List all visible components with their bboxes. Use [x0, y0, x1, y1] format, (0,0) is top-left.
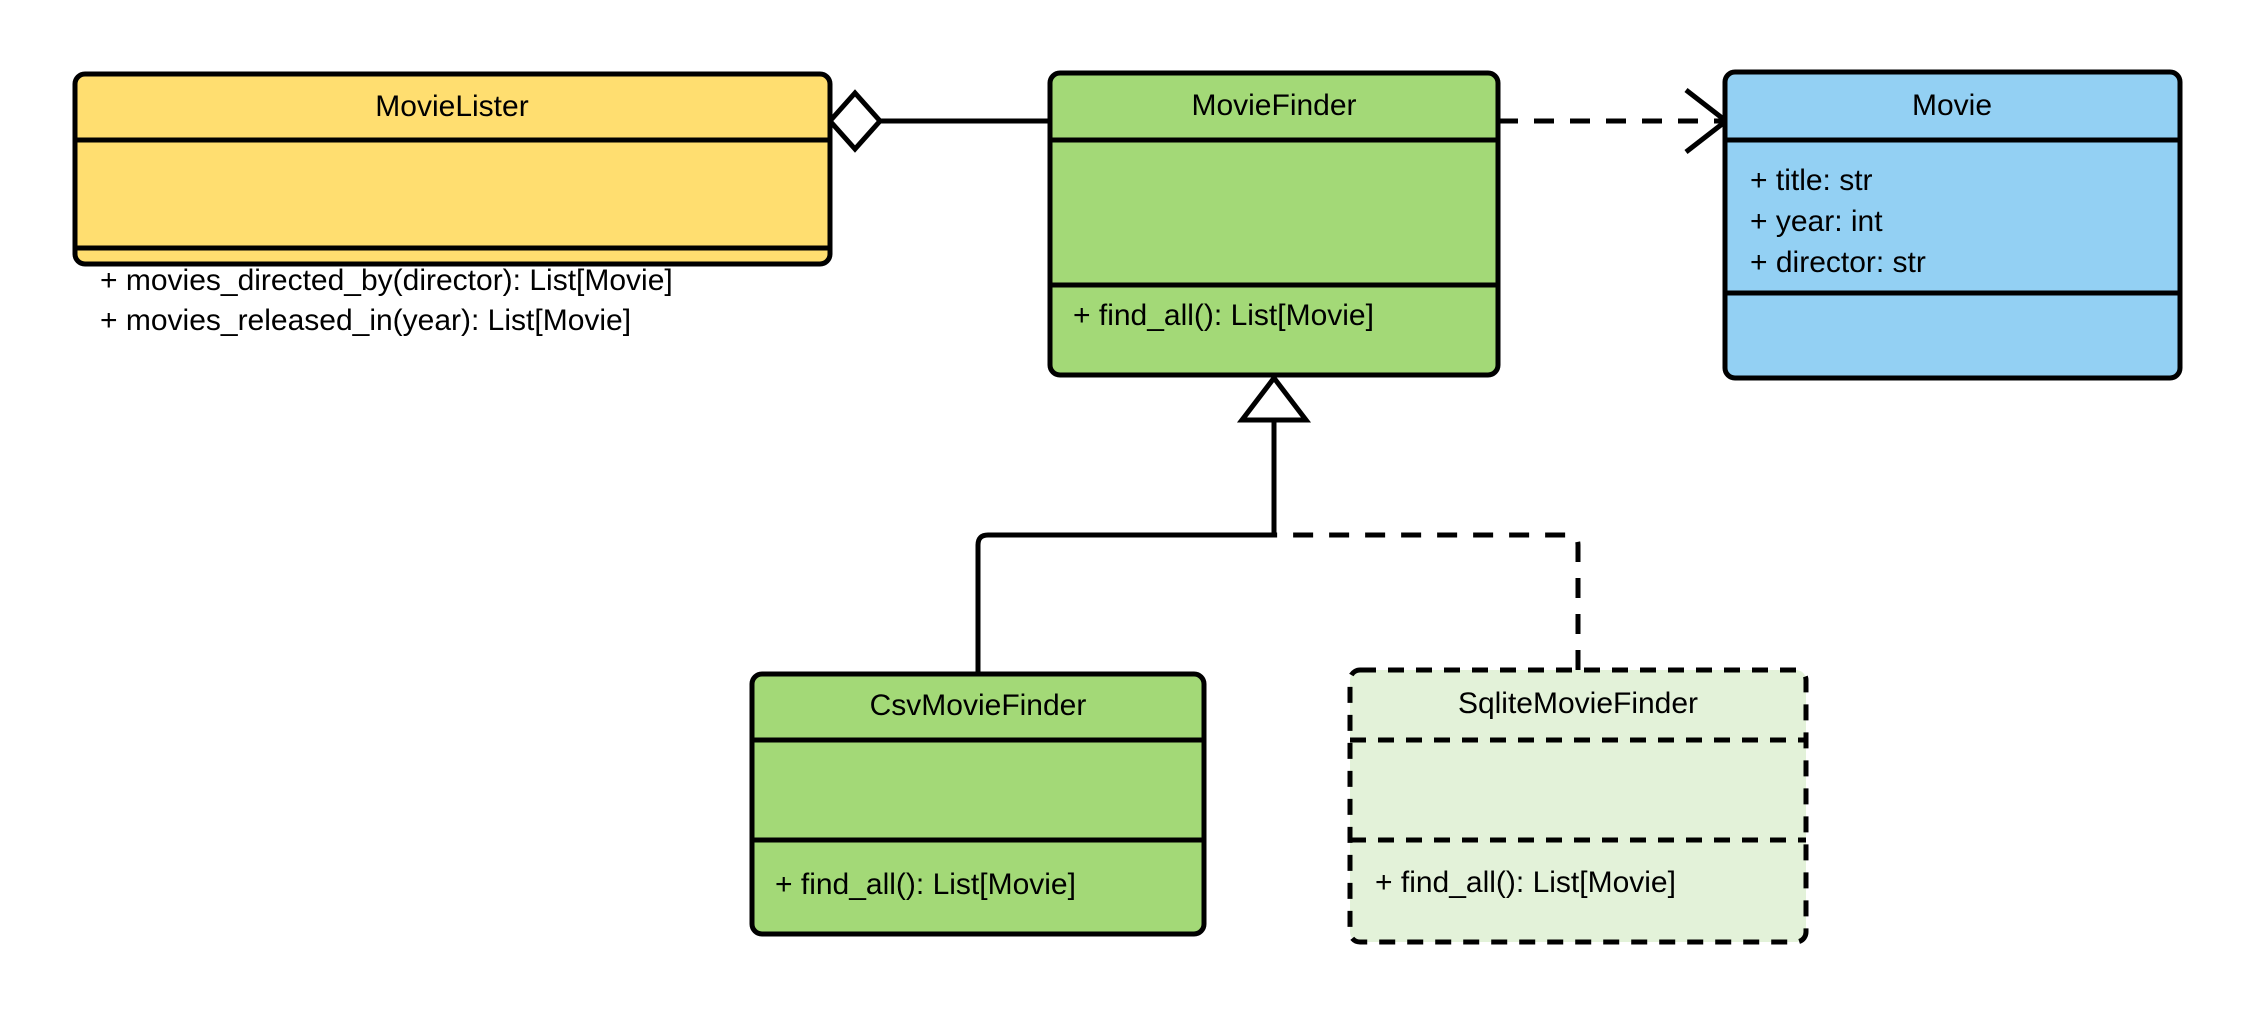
csv-movie-finder-title: CsvMovieFinder [870, 689, 1087, 722]
class-box-sqlite-movie-finder[interactable]: SqliteMovieFinder + find_all(): List[Mov… [1347, 667, 1809, 945]
edge-realization-sqlite-finder[interactable] [1274, 532, 1581, 670]
hollow-triangle-marker [1236, 373, 1312, 423]
movie-lister-frame [72, 71, 833, 267]
movie-attribute-3: + director: str [1750, 246, 1926, 279]
hollow-diamond-marker [826, 89, 884, 153]
class-box-movie[interactable]: Movie + title: str + year: int + directo… [1722, 69, 2183, 381]
movie-frame [1722, 69, 2183, 381]
class-box-movie-finder[interactable]: MovieFinder + find_all(): List[Movie] [1047, 70, 1501, 378]
class-box-csv-movie-finder[interactable]: CsvMovieFinder + find_all(): List[Movie] [749, 671, 1207, 937]
class-box-movie-lister[interactable]: MovieLister + movies_directed_by(directo… [72, 71, 833, 337]
movie-finder-title: MovieFinder [1191, 89, 1356, 122]
movie-lister-method-2: + movies_released_in(year): List[Movie] [100, 304, 631, 337]
movie-attribute-2: + year: int [1750, 205, 1883, 238]
sqlite-movie-finder-title: SqliteMovieFinder [1458, 687, 1698, 720]
movie-lister-title: MovieLister [375, 90, 528, 123]
movie-title: Movie [1912, 89, 1992, 122]
sqlite-movie-finder-method-1: + find_all(): List[Movie] [1375, 866, 1676, 899]
movie-lister-method-1: + movies_directed_by(director): List[Mov… [100, 264, 673, 297]
movie-finder-frame [1047, 70, 1501, 378]
edge-aggregation-lister-finder[interactable] [826, 89, 1050, 153]
csv-movie-finder-method-1: + find_all(): List[Movie] [775, 868, 1076, 901]
movie-finder-method-1: + find_all(): List[Movie] [1073, 299, 1374, 332]
edge-generalization-csv-finder[interactable] [975, 373, 1312, 674]
movie-attribute-1: + title: str [1750, 164, 1873, 197]
